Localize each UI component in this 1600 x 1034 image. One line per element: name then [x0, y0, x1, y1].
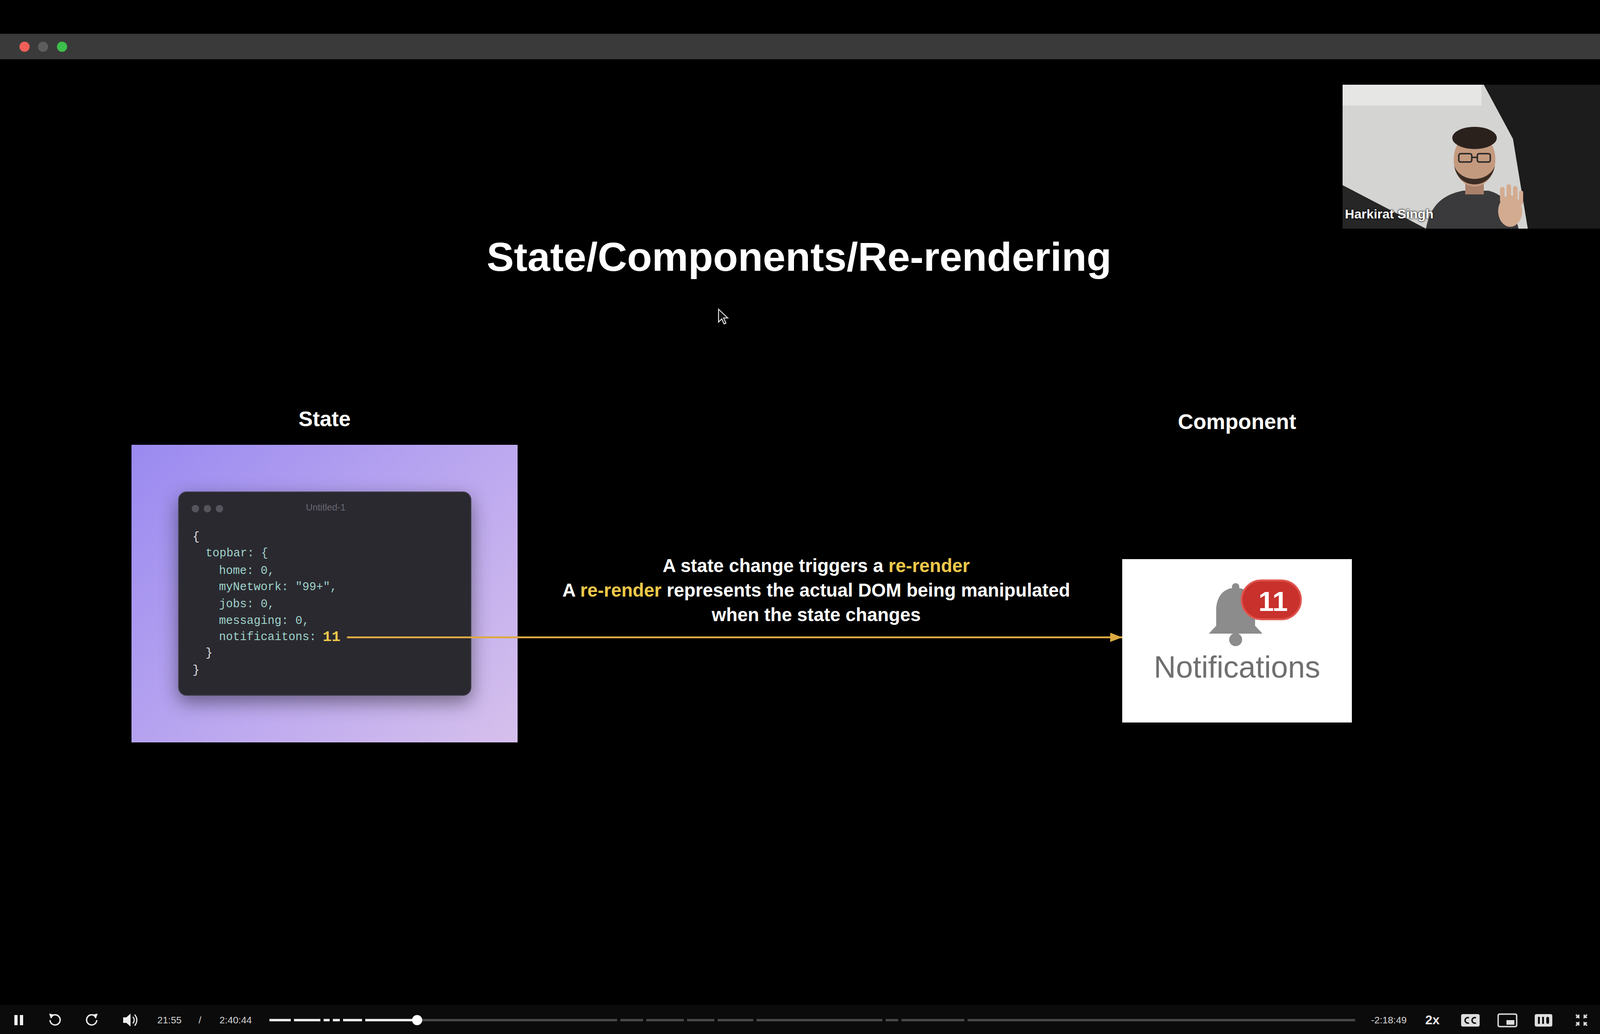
- notification-component: ComponentNotifications11: [1122, 559, 1352, 723]
- presenter-glasses: [1477, 153, 1491, 163]
- progress-chapter-gaps: [290, 1017, 968, 1024]
- webcam-feed: [1342, 84, 1600, 229]
- window-dots: [188, 501, 226, 516]
- window-title: Untitled-1: [306, 501, 346, 513]
- window-dot: [203, 505, 212, 513]
- code-line: myNetwork: "99+",: [218, 580, 338, 595]
- webcam-ceiling: [1342, 84, 1482, 106]
- hd-icon: [1542, 1017, 1544, 1025]
- code-line: }: [205, 646, 213, 661]
- presenter-hair: [1452, 126, 1497, 150]
- webcam-wall: [1342, 84, 1600, 229]
- pause-icon: [19, 1015, 24, 1026]
- badge-count: 11: [1258, 585, 1288, 619]
- code-line: {: [192, 530, 200, 545]
- hd-icon: [1534, 1014, 1553, 1027]
- presenter-glasses: [1458, 153, 1472, 163]
- forward-icon: [92, 1013, 98, 1019]
- time-total: 2:40:44: [219, 1014, 252, 1026]
- volume-icon: [134, 1014, 138, 1026]
- playback-speed: 2x: [1425, 1012, 1440, 1029]
- window-title-bar: [0, 33, 1600, 60]
- time-separator: /: [198, 1014, 202, 1026]
- time-remaining: -2:18:49: [1370, 1014, 1407, 1026]
- state-panel: State Untitled-1{topbar: {home: 0,myNetw…: [131, 444, 518, 743]
- progress-knob: [412, 1015, 423, 1026]
- code-window: Untitled-1 { topbar: { home: 0,myNetwork: "…: [178, 491, 472, 696]
- pip-icon: [1498, 1014, 1517, 1027]
- volume-icon: [123, 1013, 131, 1027]
- presenter-glasses: [1471, 156, 1478, 159]
- edge-label: A state change triggers a re-render A re…: [560, 553, 1073, 628]
- mouse-cursor: [718, 309, 728, 325]
- presenter-beard: [1454, 165, 1495, 185]
- highlighted-word: re-render: [580, 580, 662, 601]
- code-line: home: 0,: [218, 564, 275, 579]
- code-line: messaging: 0,: [218, 614, 310, 629]
- window-minimize-light: [37, 41, 49, 52]
- slide-title: State/Components/Re-rendering: [486, 232, 1112, 282]
- hd-icon: [1537, 1017, 1540, 1025]
- window-close-light: [19, 41, 30, 52]
- presenter-name: Harkirat Singh: [1344, 206, 1434, 223]
- webcam-dark-wall: [1483, 84, 1600, 229]
- code-line: }: [192, 663, 200, 678]
- time-elapsed: 21:55: [157, 1014, 182, 1026]
- webcam-dark-corner: [1342, 185, 1426, 229]
- rewind-icon: [49, 1013, 55, 1019]
- panel-heading: Component: [1177, 409, 1297, 435]
- presenter-finger: [1518, 190, 1524, 205]
- highlighted-word: re-render: [888, 555, 970, 576]
- window-zoom-light: [56, 41, 68, 52]
- bell-icon: [1229, 633, 1243, 647]
- highlighted-value: 11: [322, 628, 341, 647]
- window-dot: [215, 505, 224, 513]
- mouse-cursor: [718, 309, 728, 325]
- fullscreen-icon: [1575, 1014, 1588, 1026]
- code-line: notificaitons:: [218, 630, 317, 645]
- presenter-finger: [1500, 187, 1505, 203]
- player-controls: [0, 1005, 1600, 1034]
- pip-icon: [1506, 1020, 1515, 1025]
- captions-icon: [1461, 1014, 1480, 1027]
- volume-icon: [132, 1017, 135, 1024]
- captions-icon: [1472, 1018, 1476, 1024]
- hd-icon: [1546, 1017, 1550, 1025]
- presenter-finger: [1512, 186, 1518, 203]
- flow-arrow: [471, 636, 1123, 639]
- panel-heading: State: [298, 406, 351, 432]
- pause-icon: [14, 1015, 18, 1026]
- player-bar: [0, 1005, 1600, 1034]
- notification-badge: 11: [1240, 579, 1302, 621]
- component-label: Notifications: [1153, 649, 1321, 686]
- code-line: jobs: 0,: [218, 597, 275, 612]
- captions-icon: [1465, 1018, 1469, 1024]
- progress-track: [269, 1019, 1356, 1022]
- code-line: topbar: {: [205, 546, 269, 561]
- presenter-finger: [1506, 184, 1512, 202]
- window-dot: [191, 505, 200, 513]
